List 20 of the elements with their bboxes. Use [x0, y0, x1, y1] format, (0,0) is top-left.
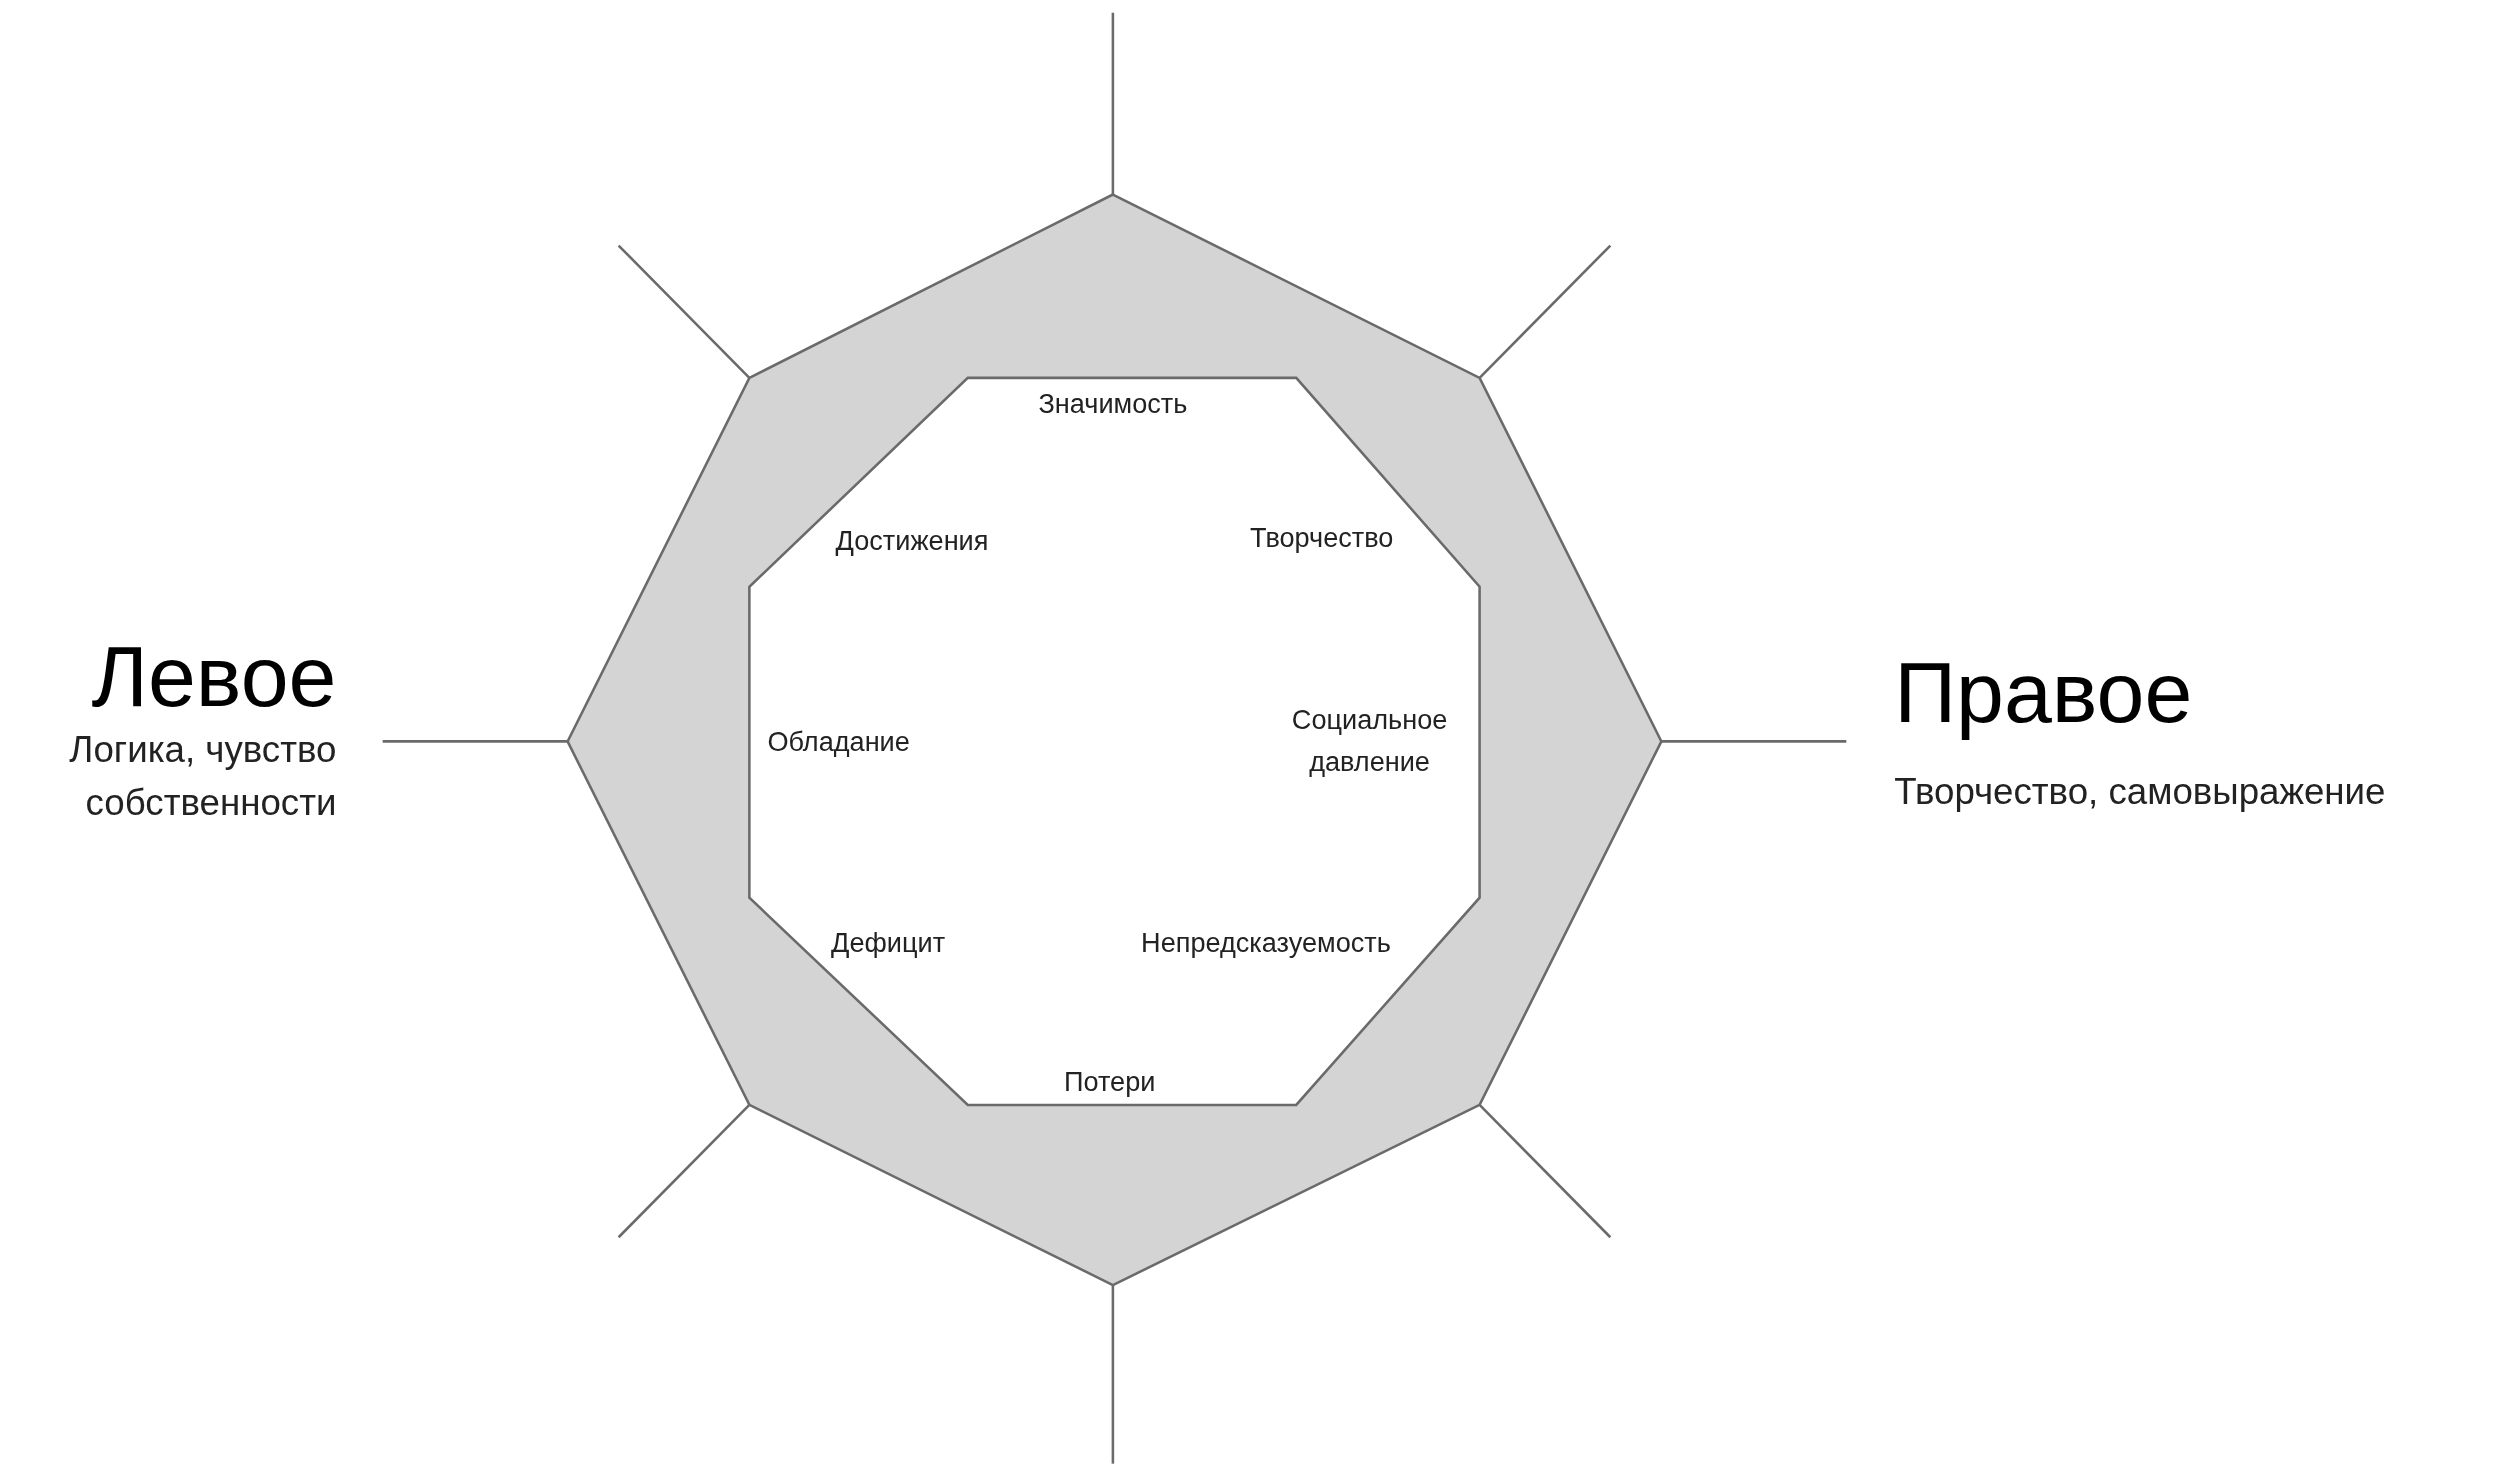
spoke-line: [382, 740, 568, 743]
drive-label: Дефицит: [831, 927, 946, 961]
side-heading: Левое: [90, 629, 337, 725]
drive-label: Обладание: [767, 726, 910, 760]
side-description: Творчество, самовыражение: [1894, 769, 2387, 815]
spoke-line: [1661, 740, 1847, 743]
spoke-line: [617, 1104, 751, 1239]
side-heading: Правое: [1894, 645, 2194, 741]
drive-label: Достижения: [835, 525, 989, 559]
drive-label: Социальное давление: [1290, 704, 1449, 779]
spoke-line: [1111, 12, 1115, 195]
drive-label: Потери: [1064, 1066, 1156, 1100]
drive-label: Творчество: [1250, 522, 1394, 556]
spoke-line: [1478, 1104, 1612, 1239]
side-description: Логика, чувство собственности: [68, 728, 337, 825]
spoke-line: [617, 244, 751, 379]
drive-label: Значимость: [1038, 388, 1188, 422]
drive-label: Непредсказуемость: [1141, 927, 1391, 961]
spoke-line: [1478, 244, 1612, 379]
spoke-line: [1111, 1285, 1115, 1464]
